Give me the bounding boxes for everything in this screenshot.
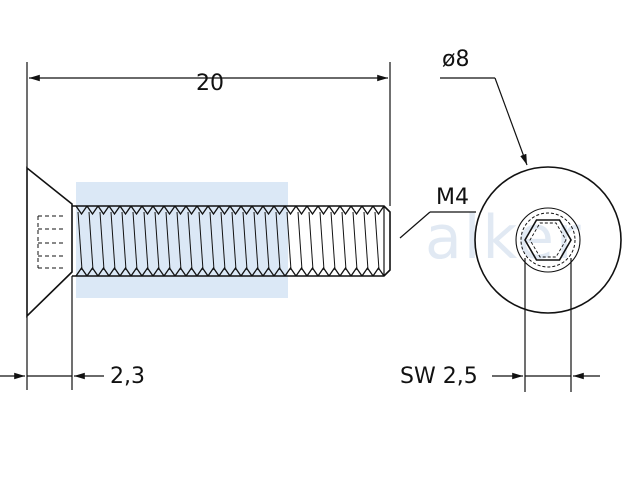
- thread-flank: [77, 211, 83, 271]
- socket-hidden-lines: [37, 215, 66, 269]
- thread-flank: [154, 211, 160, 271]
- thread-flank: [187, 211, 193, 271]
- thread-flank: [275, 211, 281, 271]
- thread-flank: [264, 211, 270, 271]
- highlight-box: [76, 182, 288, 298]
- thread-flank: [165, 211, 171, 271]
- diameter-leader-line: [494, 77, 528, 166]
- thread-flank: [99, 211, 105, 271]
- thread-pattern: [75, 205, 385, 277]
- thread-flank: [253, 211, 259, 271]
- head-height-label: 2,3: [110, 364, 145, 389]
- hex-socket: [524, 219, 572, 261]
- thread-flank: [374, 211, 380, 271]
- thread-crest-bottom: [75, 266, 385, 277]
- thread-flank: [176, 211, 182, 271]
- thread-flank: [198, 211, 204, 271]
- thread-flank: [242, 211, 248, 271]
- thread-flank: [88, 211, 94, 271]
- screw-side-view: [26, 166, 391, 318]
- diameter-label: ø8: [442, 47, 469, 72]
- thread-crest-top: [75, 205, 385, 216]
- thread-flank: [341, 211, 347, 271]
- socket-circle: [515, 207, 581, 273]
- thread-flank: [297, 211, 303, 271]
- thread-flank: [352, 211, 358, 271]
- shank-outline: [72, 205, 391, 277]
- thread-flank: [121, 211, 127, 271]
- head-circle: [474, 166, 622, 314]
- thread-flank: [308, 211, 314, 271]
- thread-flank: [330, 211, 336, 271]
- thread-flank: [110, 211, 116, 271]
- length-label: 20: [196, 71, 224, 96]
- screw-end-view: [474, 166, 622, 314]
- thread-leader-line: [399, 211, 431, 239]
- thread-flank: [132, 211, 138, 271]
- thread-flank: [286, 211, 292, 271]
- thread-flank: [231, 211, 237, 271]
- watermark-text: alker: [425, 203, 583, 273]
- thread-flank: [363, 211, 369, 271]
- thread-flank: [209, 211, 215, 271]
- end-view-dimensions: [440, 77, 600, 392]
- dimension-lines: [0, 62, 476, 390]
- thread-flank: [220, 211, 226, 271]
- screw-head-outline: [26, 166, 73, 318]
- socket-width-label: SW 2,5: [400, 364, 478, 389]
- thread-flank: [143, 211, 149, 271]
- thread-label: M4: [436, 185, 469, 210]
- thread-flank: [319, 211, 325, 271]
